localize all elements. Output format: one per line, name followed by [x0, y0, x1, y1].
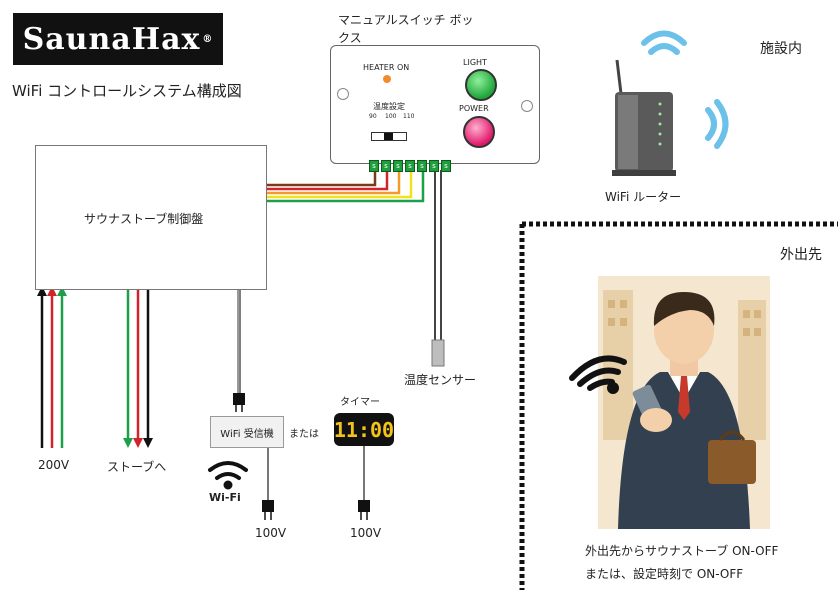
router-icon	[612, 59, 676, 176]
sensor-cable	[431, 170, 445, 367]
diagram-title: WiFi コントロールシステム構成図	[12, 82, 242, 100]
power-label: POWER	[459, 104, 489, 113]
manual-switch-box: HEATER ON LIGHT POWER 温度設定 90 100 110	[330, 45, 540, 164]
plug-voltage-label: 100V	[350, 526, 382, 540]
mount-hole	[521, 100, 533, 112]
light-button[interactable]	[465, 69, 497, 101]
logo-text: SaunaHax	[22, 21, 201, 57]
wifi-icon	[208, 461, 248, 490]
temp-value-100: 100	[385, 113, 397, 120]
controller-label: サウナストーブ制御盤	[84, 212, 204, 226]
facility-boundary	[519, 221, 838, 590]
heater-on-lamp	[383, 75, 391, 83]
facility-label: 施設内	[760, 41, 802, 57]
heater-on-label: HEATER ON	[363, 63, 410, 72]
wifi-signal-icon	[569, 355, 627, 394]
input-wires	[37, 286, 67, 448]
timer-display: 11:00	[334, 413, 394, 446]
terminal-6: s	[429, 160, 439, 172]
sensor-label: 温度センサー	[404, 373, 477, 387]
terminal-2: s	[381, 160, 391, 172]
to-stove-label: ストーブへ	[107, 460, 167, 474]
timer-label: タイマー	[340, 397, 380, 408]
stove-controller-panel: サウナストーブ制御盤	[35, 145, 267, 290]
registered-mark: ®	[202, 33, 214, 45]
businessman-illustration	[598, 276, 770, 529]
outside-caption-2: または、設定時刻で ON-OFF	[585, 567, 744, 581]
terminal-3: s	[393, 160, 403, 172]
wifi-text: Wi-Fi	[209, 491, 241, 504]
switch-box-caption: マニュアルスイッチ ボックス	[338, 13, 474, 45]
saunahax-logo: SaunaHax®	[13, 13, 223, 65]
terminal-5: s	[417, 160, 427, 172]
control-cable	[265, 170, 425, 203]
power-button[interactable]	[463, 116, 495, 148]
plug-voltage-label: 100V	[255, 526, 287, 540]
signal-waves-icon	[641, 30, 729, 149]
terminal-block: s s s s s s s	[369, 160, 451, 172]
outside-caption-1: 外出先からサウナストーブ ON-OFF	[585, 544, 779, 558]
temp-value-90: 90	[369, 113, 377, 120]
temp-setting-label: 温度設定	[373, 102, 405, 111]
temp-selector-switch[interactable]	[371, 132, 407, 141]
outside-label: 外出先	[780, 247, 822, 263]
mount-hole	[337, 88, 349, 100]
temp-selector-knob	[384, 133, 393, 140]
input-voltage-label: 200V	[38, 458, 70, 472]
terminal-1: s	[369, 160, 379, 172]
output-wires	[123, 290, 153, 448]
terminal-4: s	[405, 160, 415, 172]
wifi-receiver-box: WiFi 受信機	[210, 416, 284, 448]
receiver-cable	[233, 290, 370, 520]
terminal-7: s	[441, 160, 451, 172]
temp-value-110: 110	[403, 113, 415, 120]
light-label: LIGHT	[463, 58, 487, 67]
router-label: WiFi ルーター	[605, 190, 682, 204]
wifi-receiver-label: WiFi 受信機	[220, 428, 274, 440]
or-label: または	[289, 429, 319, 440]
